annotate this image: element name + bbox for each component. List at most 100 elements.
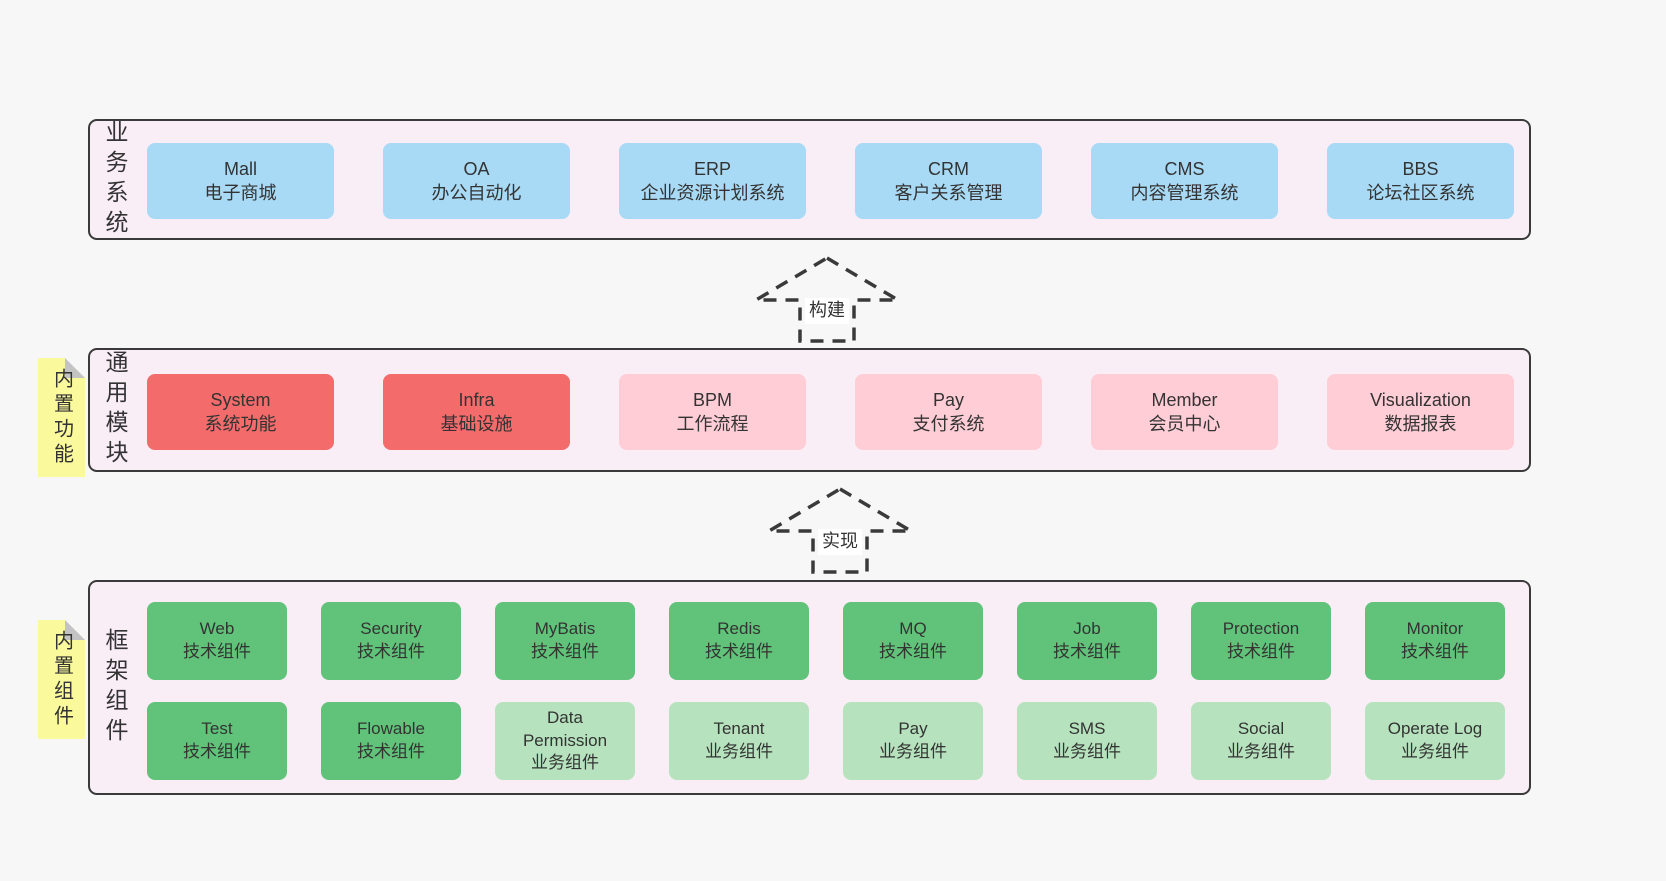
box-title: Pay: [932, 389, 965, 410]
box-subtitle: 业务组件: [1227, 742, 1295, 761]
sticky-note-label: 内置组件: [50, 629, 73, 730]
box-flowable: Flowable 技术组件: [321, 702, 461, 780]
section-common-modules: 通用模块 System 系统功能 Infra 基础设施 BPM 工作流程 Pay…: [88, 348, 1531, 472]
box-oa: OA 办公自动化: [383, 143, 570, 219]
box-subtitle: 工作流程: [676, 414, 749, 434]
box-tenant: Tenant 业务组件: [669, 702, 809, 780]
box-title: MyBatis: [534, 619, 596, 639]
box-system: System 系统功能: [147, 374, 334, 450]
box-mybatis: MyBatis 技术组件: [495, 602, 635, 680]
framework-components-row-2: Test 技术组件 Flowable 技术组件 Data Permission …: [147, 702, 1505, 780]
sticky-note-label: 内置功能: [50, 367, 73, 468]
box-title: Data Permission: [522, 707, 608, 750]
box-title: ERP: [693, 158, 731, 179]
box-subtitle: 电子商城: [204, 183, 277, 203]
box-bpm: BPM 工作流程: [619, 374, 806, 450]
up-arrow-icon: [762, 486, 918, 574]
arrow-label: 实现: [818, 529, 862, 555]
up-arrow-icon: [749, 255, 905, 343]
box-subtitle: 系统功能: [204, 414, 277, 434]
box-sms: SMS 业务组件: [1017, 702, 1157, 780]
box-crm: CRM 客户关系管理: [855, 143, 1042, 219]
box-subtitle: 技术组件: [1053, 642, 1121, 661]
box-pay-module: Pay 支付系统: [855, 374, 1042, 450]
section-label: 框架组件: [102, 627, 128, 748]
box-subtitle: 技术组件: [1227, 642, 1295, 661]
box-member: Member 会员中心: [1091, 374, 1278, 450]
box-title: Protection: [1222, 619, 1300, 639]
box-title: Member: [1151, 389, 1218, 410]
box-protection: Protection 技术组件: [1191, 602, 1331, 680]
box-subtitle: 业务组件: [1053, 742, 1121, 761]
box-title: Job: [1073, 619, 1101, 639]
box-title: Tenant: [713, 719, 765, 739]
box-pay-component: Pay 业务组件: [843, 702, 983, 780]
box-bbs: BBS 论坛社区系统: [1327, 143, 1514, 219]
box-subtitle: 业务组件: [1401, 742, 1469, 761]
section-label: 通用模块: [102, 350, 128, 470]
box-subtitle: 技术组件: [705, 642, 773, 661]
sticky-note-builtin-features: 内置功能: [38, 358, 85, 477]
box-subtitle: 技术组件: [879, 642, 947, 661]
arrow-label: 构建: [805, 298, 849, 324]
box-subtitle: 业务组件: [879, 742, 947, 761]
box-title: Visualization: [1370, 389, 1471, 410]
box-subtitle: 论坛社区系统: [1366, 183, 1475, 203]
box-security: Security 技术组件: [321, 602, 461, 680]
box-subtitle: 技术组件: [1401, 642, 1469, 661]
box-title: System: [210, 389, 271, 410]
box-title: Security: [360, 619, 422, 639]
box-title: Flowable: [356, 719, 426, 739]
box-title: Infra: [458, 389, 495, 410]
box-title: Social: [1237, 719, 1285, 739]
arrow-implement: 实现: [762, 485, 918, 575]
box-title: BPM: [692, 389, 732, 410]
box-subtitle: 支付系统: [912, 414, 985, 434]
box-title: CRM: [928, 158, 969, 179]
box-monitor: Monitor 技术组件: [1365, 602, 1505, 680]
box-infra: Infra 基础设施: [383, 374, 570, 450]
box-title: SMS: [1068, 719, 1106, 739]
box-subtitle: 技术组件: [183, 742, 251, 761]
business-systems-row: Mall 电子商城 OA 办公自动化 ERP 企业资源计划系统 CRM 客户关系…: [147, 143, 1514, 219]
box-subtitle: 客户关系管理: [894, 183, 1003, 203]
box-subtitle: 业务组件: [531, 753, 599, 773]
sticky-note-builtin-components: 内置组件: [38, 620, 85, 739]
box-visualization: Visualization 数据报表: [1327, 374, 1514, 450]
box-data-permission: Data Permission 业务组件: [495, 702, 635, 780]
box-title: Redis: [717, 619, 761, 639]
box-title: Test: [201, 719, 233, 739]
framework-components-row-1: Web 技术组件 Security 技术组件 MyBatis 技术组件 Redi…: [147, 602, 1505, 680]
box-subtitle: 技术组件: [357, 642, 425, 661]
box-subtitle: 办公自动化: [431, 183, 522, 203]
box-job: Job 技术组件: [1017, 602, 1157, 680]
box-title: Web: [199, 619, 235, 639]
box-subtitle: 技术组件: [183, 642, 251, 661]
box-web: Web 技术组件: [147, 602, 287, 680]
box-test: Test 技术组件: [147, 702, 287, 780]
section-framework-components: 框架组件 Web 技术组件 Security 技术组件 MyBatis 技术组件…: [88, 580, 1531, 795]
box-subtitle: 内容管理系统: [1130, 183, 1239, 203]
box-subtitle: 基础设施: [440, 414, 513, 434]
box-mall: Mall 电子商城: [147, 143, 334, 219]
box-operate-log: Operate Log 业务组件: [1365, 702, 1505, 780]
box-title: Mall: [223, 158, 257, 179]
box-title: CMS: [1164, 158, 1205, 179]
box-social: Social 业务组件: [1191, 702, 1331, 780]
box-erp: ERP 企业资源计划系统: [619, 143, 806, 219]
arrow-build: 构建: [749, 254, 905, 344]
box-title: MQ: [899, 619, 927, 639]
box-title: OA: [463, 158, 490, 179]
box-subtitle: 业务组件: [705, 742, 773, 761]
box-subtitle: 技术组件: [357, 742, 425, 761]
box-subtitle: 企业资源计划系统: [640, 183, 785, 203]
box-title: BBS: [1402, 158, 1439, 179]
box-title: Monitor: [1406, 619, 1464, 639]
box-mq: MQ 技术组件: [843, 602, 983, 680]
section-label: 业务系统: [102, 119, 128, 240]
box-redis: Redis 技术组件: [669, 602, 809, 680]
box-title: Operate Log: [1387, 719, 1483, 739]
box-subtitle: 会员中心: [1148, 414, 1221, 434]
box-subtitle: 数据报表: [1384, 414, 1457, 434]
